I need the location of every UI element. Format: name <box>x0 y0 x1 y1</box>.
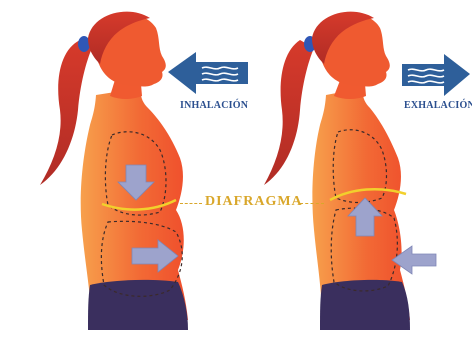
inhale-label: INHALACIÓN <box>180 100 248 111</box>
pants <box>320 280 410 330</box>
inhale-figure <box>40 12 188 330</box>
pants <box>88 280 188 330</box>
diaphragm-connector-right <box>300 203 324 204</box>
inhale-arrow <box>168 52 248 94</box>
exhale-label: EXHALACIÓN <box>404 100 472 111</box>
ponytail <box>264 40 314 185</box>
diaphragm-connector-left <box>180 203 202 204</box>
diaphragm-label: DIAFRAGMA <box>205 194 303 210</box>
exhale-arrow <box>402 54 470 96</box>
exhale-figure <box>264 12 436 330</box>
